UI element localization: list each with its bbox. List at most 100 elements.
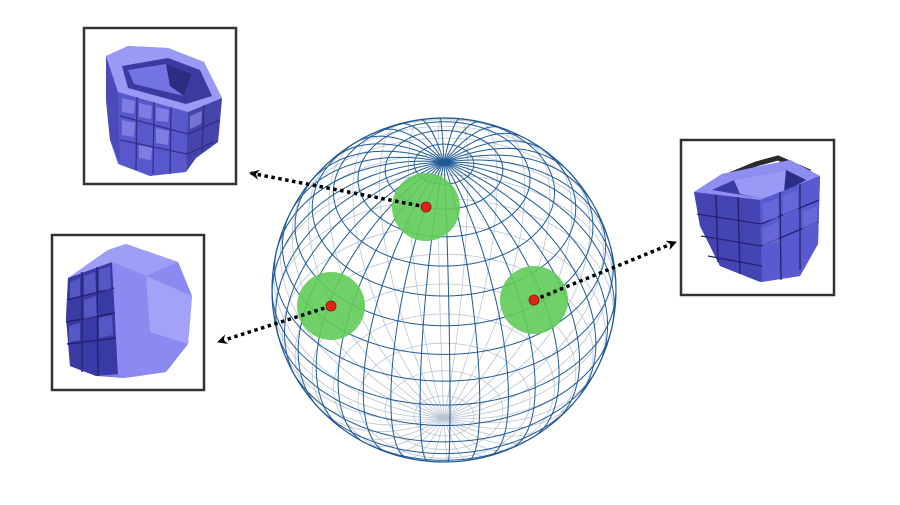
- meridian-segment: [379, 285, 383, 293]
- meridian-segment: [487, 204, 494, 211]
- parallel-segment: [482, 318, 488, 321]
- meridian-segment: [430, 412, 438, 416]
- meridian-segment: [469, 286, 472, 295]
- meridian-segment: [291, 365, 296, 371]
- parallel-segment: [495, 223, 499, 226]
- meridian-segment: [282, 277, 285, 284]
- parallel-segment: [521, 422, 524, 426]
- parallel-segment: [515, 331, 520, 335]
- parallel-segment: [582, 296, 588, 302]
- meridian-segment: [314, 260, 318, 268]
- meridian-segment: [400, 452, 403, 455]
- parallel-segment: [553, 375, 560, 380]
- meridian-segment: [577, 388, 583, 393]
- parallel-segment: [413, 378, 421, 381]
- meridian-segment: [486, 175, 494, 180]
- meridian-segment: [434, 421, 440, 426]
- meridian-segment: [331, 248, 337, 255]
- parallel-segment: [347, 215, 355, 220]
- parallel-segment: [572, 353, 575, 358]
- meridian-segment: [326, 229, 332, 236]
- parallel-segment: [466, 151, 469, 153]
- meridian-segment: [496, 303, 499, 312]
- parallel-segment: [417, 373, 420, 376]
- parallel-segment: [340, 194, 347, 199]
- parallel-segment: [384, 373, 392, 377]
- parallel-segment: [463, 439, 471, 442]
- parallel-segment: [598, 301, 601, 307]
- meridian-segment: [421, 133, 425, 137]
- meridian-segment: [546, 372, 553, 378]
- meridian-segment: [512, 188, 520, 194]
- parallel-segment: [509, 214, 513, 218]
- parallel-segment: [485, 258, 490, 262]
- parallel-segment: [566, 209, 573, 214]
- meridian-segment: [363, 367, 365, 375]
- parallel-segment: [570, 300, 574, 306]
- meridian-segment: [489, 227, 494, 235]
- parallel-segment: [499, 156, 501, 159]
- parallel-segment: [313, 191, 315, 196]
- parallel-segment: [416, 407, 418, 409]
- meridian-segment: [331, 234, 334, 241]
- parallel-segment: [355, 236, 360, 240]
- parallel-segment: [422, 344, 427, 346]
- parallel-segment: [349, 269, 355, 273]
- meridian-segment: [318, 187, 324, 193]
- parallel-segment: [275, 281, 278, 287]
- parallel-segment: [392, 288, 398, 291]
- meridian-segment: [577, 343, 580, 350]
- parallel-segment: [465, 401, 467, 403]
- parallel-segment: [360, 161, 363, 165]
- parallel-segment: [465, 205, 469, 207]
- parallel-segment: [334, 204, 337, 208]
- meridian-segment: [585, 304, 589, 311]
- meridian-segment: [450, 164, 458, 168]
- meridian-segment: [591, 314, 595, 322]
- meridian-segment: [281, 274, 285, 281]
- parallel-segment: [458, 254, 465, 256]
- meridian-segment: [378, 401, 386, 406]
- parallel-segment: [416, 155, 418, 157]
- meridian-segment: [310, 386, 316, 391]
- meridian-segment: [522, 359, 528, 366]
- meridian-segment: [428, 151, 435, 156]
- meridian-segment: [362, 319, 367, 327]
- meridian-segment: [507, 196, 515, 202]
- parallel-segment: [546, 164, 549, 168]
- parallel-segment: [471, 378, 480, 381]
- meridian-segment: [424, 155, 431, 159]
- meridian-segment: [361, 255, 364, 263]
- meridian-segment: [343, 149, 349, 152]
- parallel-segment: [476, 261, 482, 264]
- parallel-segment: [337, 423, 343, 428]
- parallel-segment: [562, 344, 569, 350]
- meridian-segment: [409, 340, 413, 348]
- parallel-segment: [393, 225, 398, 229]
- meridian-segment: [476, 144, 483, 148]
- parallel-segment: [377, 130, 382, 134]
- meridian-segment: [448, 154, 454, 159]
- meridian-segment: [365, 166, 373, 170]
- meridian-segment: [487, 159, 495, 162]
- parallel-segment: [308, 335, 314, 341]
- parallel-segment: [325, 168, 331, 173]
- parallel-segment: [373, 364, 377, 368]
- meridian-segment: [439, 422, 443, 428]
- parallel-segment: [465, 402, 468, 404]
- parallel-segment: [551, 395, 558, 401]
- parallel-segment: [338, 260, 343, 265]
- parallel-segment: [574, 239, 580, 245]
- parallel-segment: [609, 315, 613, 321]
- parallel-segment: [391, 149, 394, 152]
- parallel-segment: [385, 317, 392, 320]
- parallel-segment: [508, 394, 516, 398]
- parallel-segment: [362, 437, 369, 441]
- parallel-segment: [539, 402, 547, 407]
- meridian-segment: [302, 263, 307, 270]
- meridian-segment: [322, 198, 329, 203]
- parallel-segment: [469, 374, 472, 376]
- parallel-segment: [353, 146, 358, 150]
- meridian-segment: [362, 262, 366, 270]
- meridian-segment: [378, 409, 386, 412]
